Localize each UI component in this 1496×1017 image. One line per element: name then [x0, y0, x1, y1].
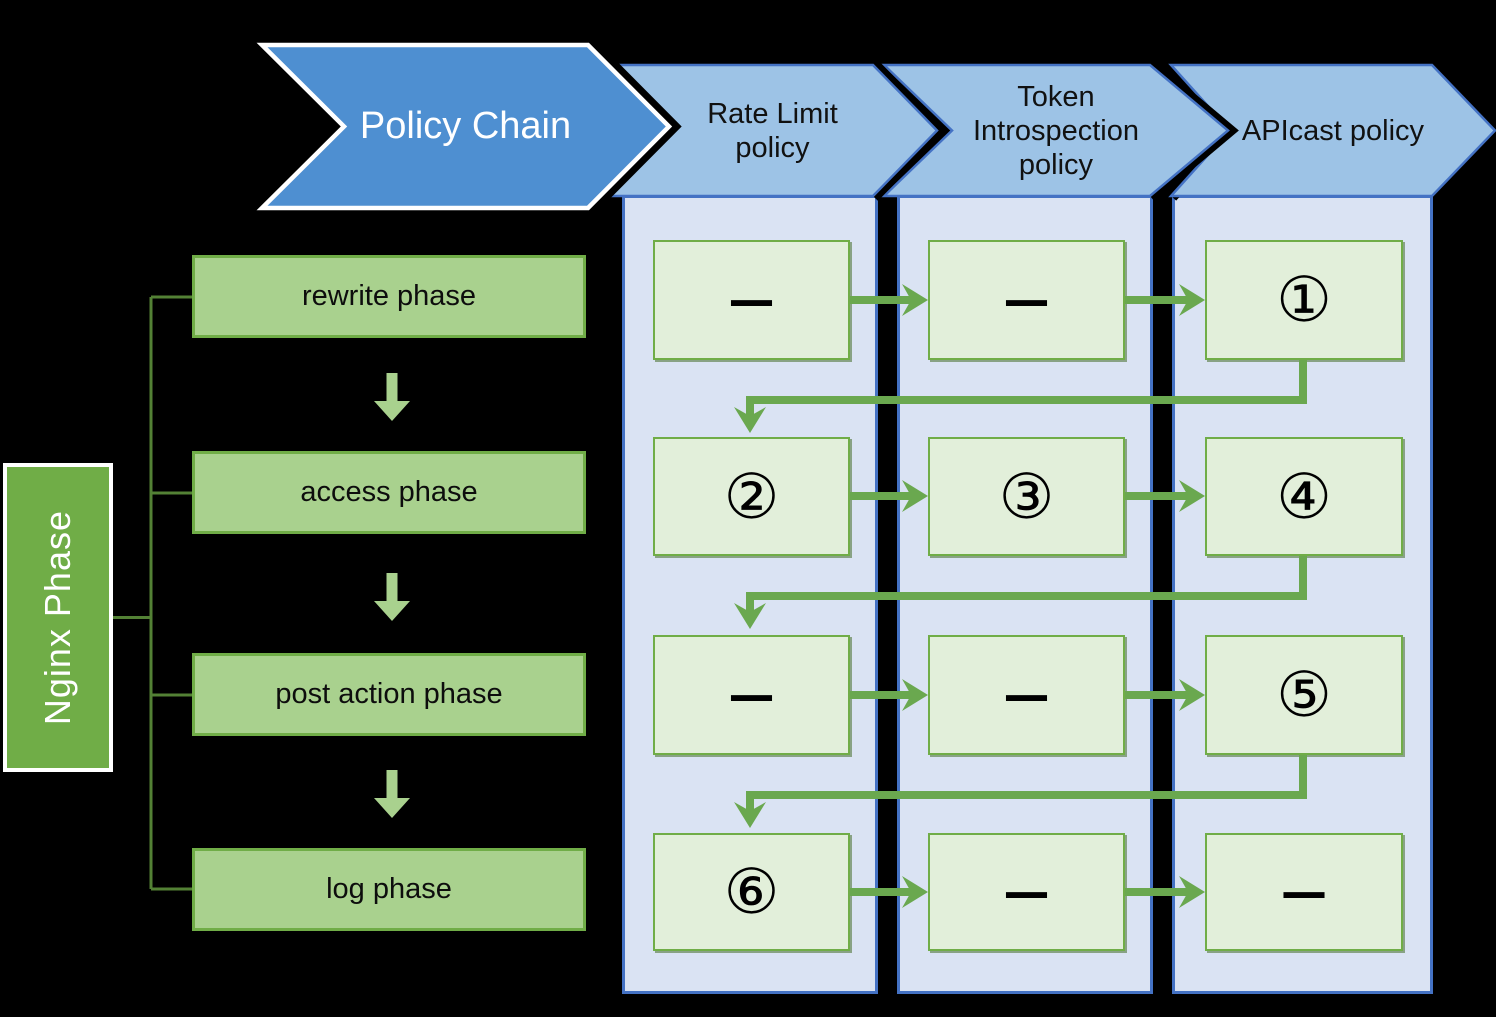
matrix-cell: —: [653, 240, 850, 360]
cell-value: ③: [998, 459, 1055, 533]
cell-value: —: [728, 668, 775, 722]
matrix-cell: —: [928, 833, 1125, 951]
phase-label: rewrite phase: [301, 280, 477, 312]
matrix-cell: ③: [928, 437, 1125, 556]
nginx-phase-label: Nginx Phase: [37, 509, 78, 726]
cell-value: ⑥: [723, 855, 780, 928]
phase-down-arrow-icon: [374, 373, 410, 421]
cell-value: ⑤: [1276, 658, 1332, 731]
phase-label: access phase: [300, 476, 478, 508]
policy-chain-label: Policy Chain: [359, 105, 572, 147]
matrix-cell: —: [928, 635, 1125, 755]
matrix-cell: —: [928, 240, 1125, 360]
policy-header-arrow-rate-limit: [602, 60, 947, 201]
phase-box-log: log phase: [192, 848, 586, 931]
phase-label: post action phase: [275, 678, 503, 710]
policy-header-label-apicast: APIcast policy: [1241, 114, 1425, 147]
cell-value: —: [1281, 865, 1327, 919]
phase-box-post-action: post action phase: [192, 653, 586, 736]
matrix-cell: ⑤: [1205, 635, 1403, 755]
cell-value: ②: [723, 459, 780, 533]
nginx-phase-panel: Nginx Phase: [3, 463, 113, 772]
cell-value: —: [1003, 865, 1050, 919]
policy-header-arrow-apicast: [1165, 60, 1496, 201]
cell-value: —: [1003, 668, 1050, 722]
cell-value: —: [1003, 273, 1050, 327]
cell-value: ①: [1276, 263, 1332, 336]
matrix-cell: ②: [653, 437, 850, 556]
matrix-cell: ①: [1205, 240, 1403, 360]
matrix-cell: —: [653, 635, 850, 755]
phase-down-arrow-icon: [374, 770, 410, 818]
matrix-cell: ④: [1205, 437, 1403, 556]
cell-value: ④: [1276, 459, 1332, 533]
phase-down-arrow-icon: [374, 573, 410, 621]
phase-connector-bracket: [113, 295, 192, 891]
cell-value: —: [728, 273, 775, 327]
policy-chain-arrow: [255, 38, 682, 215]
policy-header-arrow-token-introspection: [879, 59, 1239, 202]
phase-label: log phase: [326, 873, 452, 905]
phase-box-rewrite: rewrite phase: [192, 255, 586, 338]
matrix-cell: ⑥: [653, 833, 850, 951]
phase-box-access: access phase: [192, 451, 586, 534]
matrix-cell: —: [1205, 833, 1403, 951]
